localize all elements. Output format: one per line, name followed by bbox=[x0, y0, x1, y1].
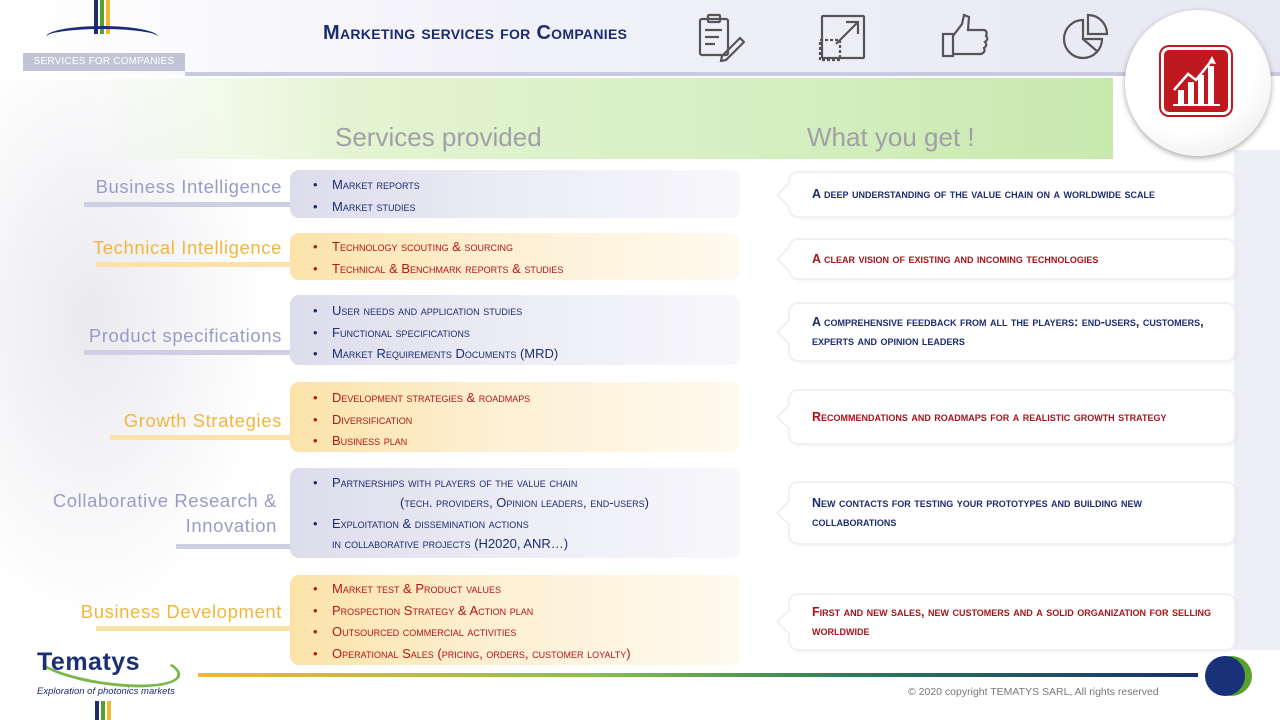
service-item: Operational Sales (pricing, orders, cust… bbox=[290, 643, 740, 665]
result-text: Recommendations and roadmaps for a reali… bbox=[812, 409, 1167, 424]
row-label-growth-strategies: Growth Strategies bbox=[123, 410, 282, 431]
header-band bbox=[0, 0, 1280, 75]
service-item: Market studies bbox=[290, 196, 740, 218]
footer-dot-navy bbox=[1205, 656, 1245, 696]
column-heading-services: Services provided bbox=[335, 122, 542, 152]
service-item: Market test & Product values bbox=[290, 578, 740, 600]
result-notch bbox=[778, 405, 802, 429]
tematys-logo: Tematys bbox=[37, 648, 141, 676]
service-item-continuation: in collaborative projects (H2020, ANR…) bbox=[332, 536, 569, 551]
page-title: Marketing services for Companies bbox=[323, 22, 628, 44]
service-item: Technology scouting & sourcing bbox=[290, 236, 740, 258]
thumbs-up-icon bbox=[940, 12, 990, 62]
row-underline bbox=[176, 544, 294, 549]
service-item: Market Requirements Documents (MRD) bbox=[290, 343, 740, 365]
row-underline bbox=[96, 262, 294, 267]
services-panel-collaborative-research: Partnerships with players of the value c… bbox=[290, 468, 740, 558]
service-item: Exploitation & dissemination actions bbox=[290, 514, 740, 534]
result-notch bbox=[778, 183, 802, 206]
row-label-business-development: Business Development bbox=[80, 601, 282, 622]
service-item: Market reports bbox=[290, 174, 740, 196]
service-item: Prospection Strategy & Action plan bbox=[290, 600, 740, 622]
row-label-product-specifications: Product specifications bbox=[88, 325, 282, 346]
row-label-line: Collaborative Research & bbox=[52, 490, 277, 511]
row-label-line: Innovation bbox=[185, 515, 277, 536]
result-text: New contacts for testing your prototypes… bbox=[812, 496, 1142, 529]
services-panel-business-intelligence: Market reports Market studies bbox=[290, 170, 740, 218]
result-text: A clear vision of existing and incoming … bbox=[812, 251, 1099, 266]
row-underline bbox=[84, 350, 294, 355]
result-notch bbox=[778, 247, 802, 271]
service-item-continuation: (tech. providers, Opinion leaders, end-u… bbox=[400, 495, 649, 510]
result-text: A comprehensive feedback from all the pl… bbox=[812, 315, 1204, 348]
result-growth-strategies: Recommendations and roadmaps for a reali… bbox=[778, 391, 1234, 443]
service-item: Functional specifications bbox=[290, 322, 740, 344]
column-heading-results: What you get ! bbox=[807, 122, 975, 152]
services-panel-technical-intelligence: Technology scouting & sourcing Technical… bbox=[290, 233, 740, 280]
result-collaborative-research: New contacts for testing your prototypes… bbox=[778, 483, 1234, 543]
expand-arrow-icon bbox=[818, 12, 868, 62]
result-business-development: First and new sales, new customers and a… bbox=[778, 595, 1234, 649]
logo-bars-icon bbox=[94, 0, 116, 34]
service-item: Business plan bbox=[290, 430, 740, 452]
service-item: Partnerships with players of the value c… bbox=[290, 473, 740, 492]
copyright-text: © 2020 copyright TEMATYS SARL, All right… bbox=[908, 686, 1159, 698]
result-product-specifications: A comprehensive feedback from all the pl… bbox=[778, 304, 1234, 360]
services-panel-product-specifications: User needs and application studies Funct… bbox=[290, 295, 740, 365]
service-item: Outsourced commercial activities bbox=[290, 621, 740, 643]
logo-bars-icon bbox=[95, 701, 115, 720]
result-notch bbox=[778, 320, 802, 344]
services-panel-business-development: Market test & Product values Prospection… bbox=[290, 575, 740, 665]
service-item: Diversification bbox=[290, 409, 740, 431]
result-technical-intelligence: A clear vision of existing and incoming … bbox=[778, 240, 1234, 278]
service-item: User needs and application studies bbox=[290, 300, 740, 322]
result-notch bbox=[778, 501, 802, 525]
header-divider bbox=[185, 72, 1280, 76]
footer-divider bbox=[198, 673, 1198, 677]
pie-chart-icon bbox=[1061, 12, 1111, 62]
row-underline bbox=[84, 202, 294, 207]
logo-tagline: Exploration of photonics markets bbox=[37, 686, 175, 697]
clipboard-pen-icon bbox=[695, 12, 746, 63]
logo-swoosh-icon bbox=[46, 26, 158, 48]
result-text: First and new sales, new customers and a… bbox=[812, 605, 1211, 638]
column-header-band bbox=[95, 78, 1113, 159]
right-strip bbox=[1234, 150, 1280, 650]
section-badge: SERVICES FOR COMPANIES bbox=[23, 53, 185, 71]
result-notch bbox=[778, 610, 802, 634]
row-underline bbox=[110, 435, 294, 440]
service-item: Development strategies & roadmaps bbox=[290, 387, 740, 409]
services-panel-growth-strategies: Development strategies & roadmaps Divers… bbox=[290, 382, 740, 452]
row-label-technical-intelligence: Technical Intelligence bbox=[92, 237, 282, 258]
row-label-collaborative-research: Collaborative Research & Innovation bbox=[20, 488, 277, 538]
result-text: A deep understanding of the value chain … bbox=[812, 187, 1155, 201]
result-business-intelligence: A deep understanding of the value chain … bbox=[778, 173, 1234, 216]
background-decoration bbox=[0, 80, 300, 680]
row-underline bbox=[96, 626, 294, 631]
service-item: Technical & Benchmark reports & studies bbox=[290, 258, 740, 280]
growth-chart-icon bbox=[1161, 47, 1231, 115]
row-label-business-intelligence: Business Intelligence bbox=[95, 176, 282, 197]
